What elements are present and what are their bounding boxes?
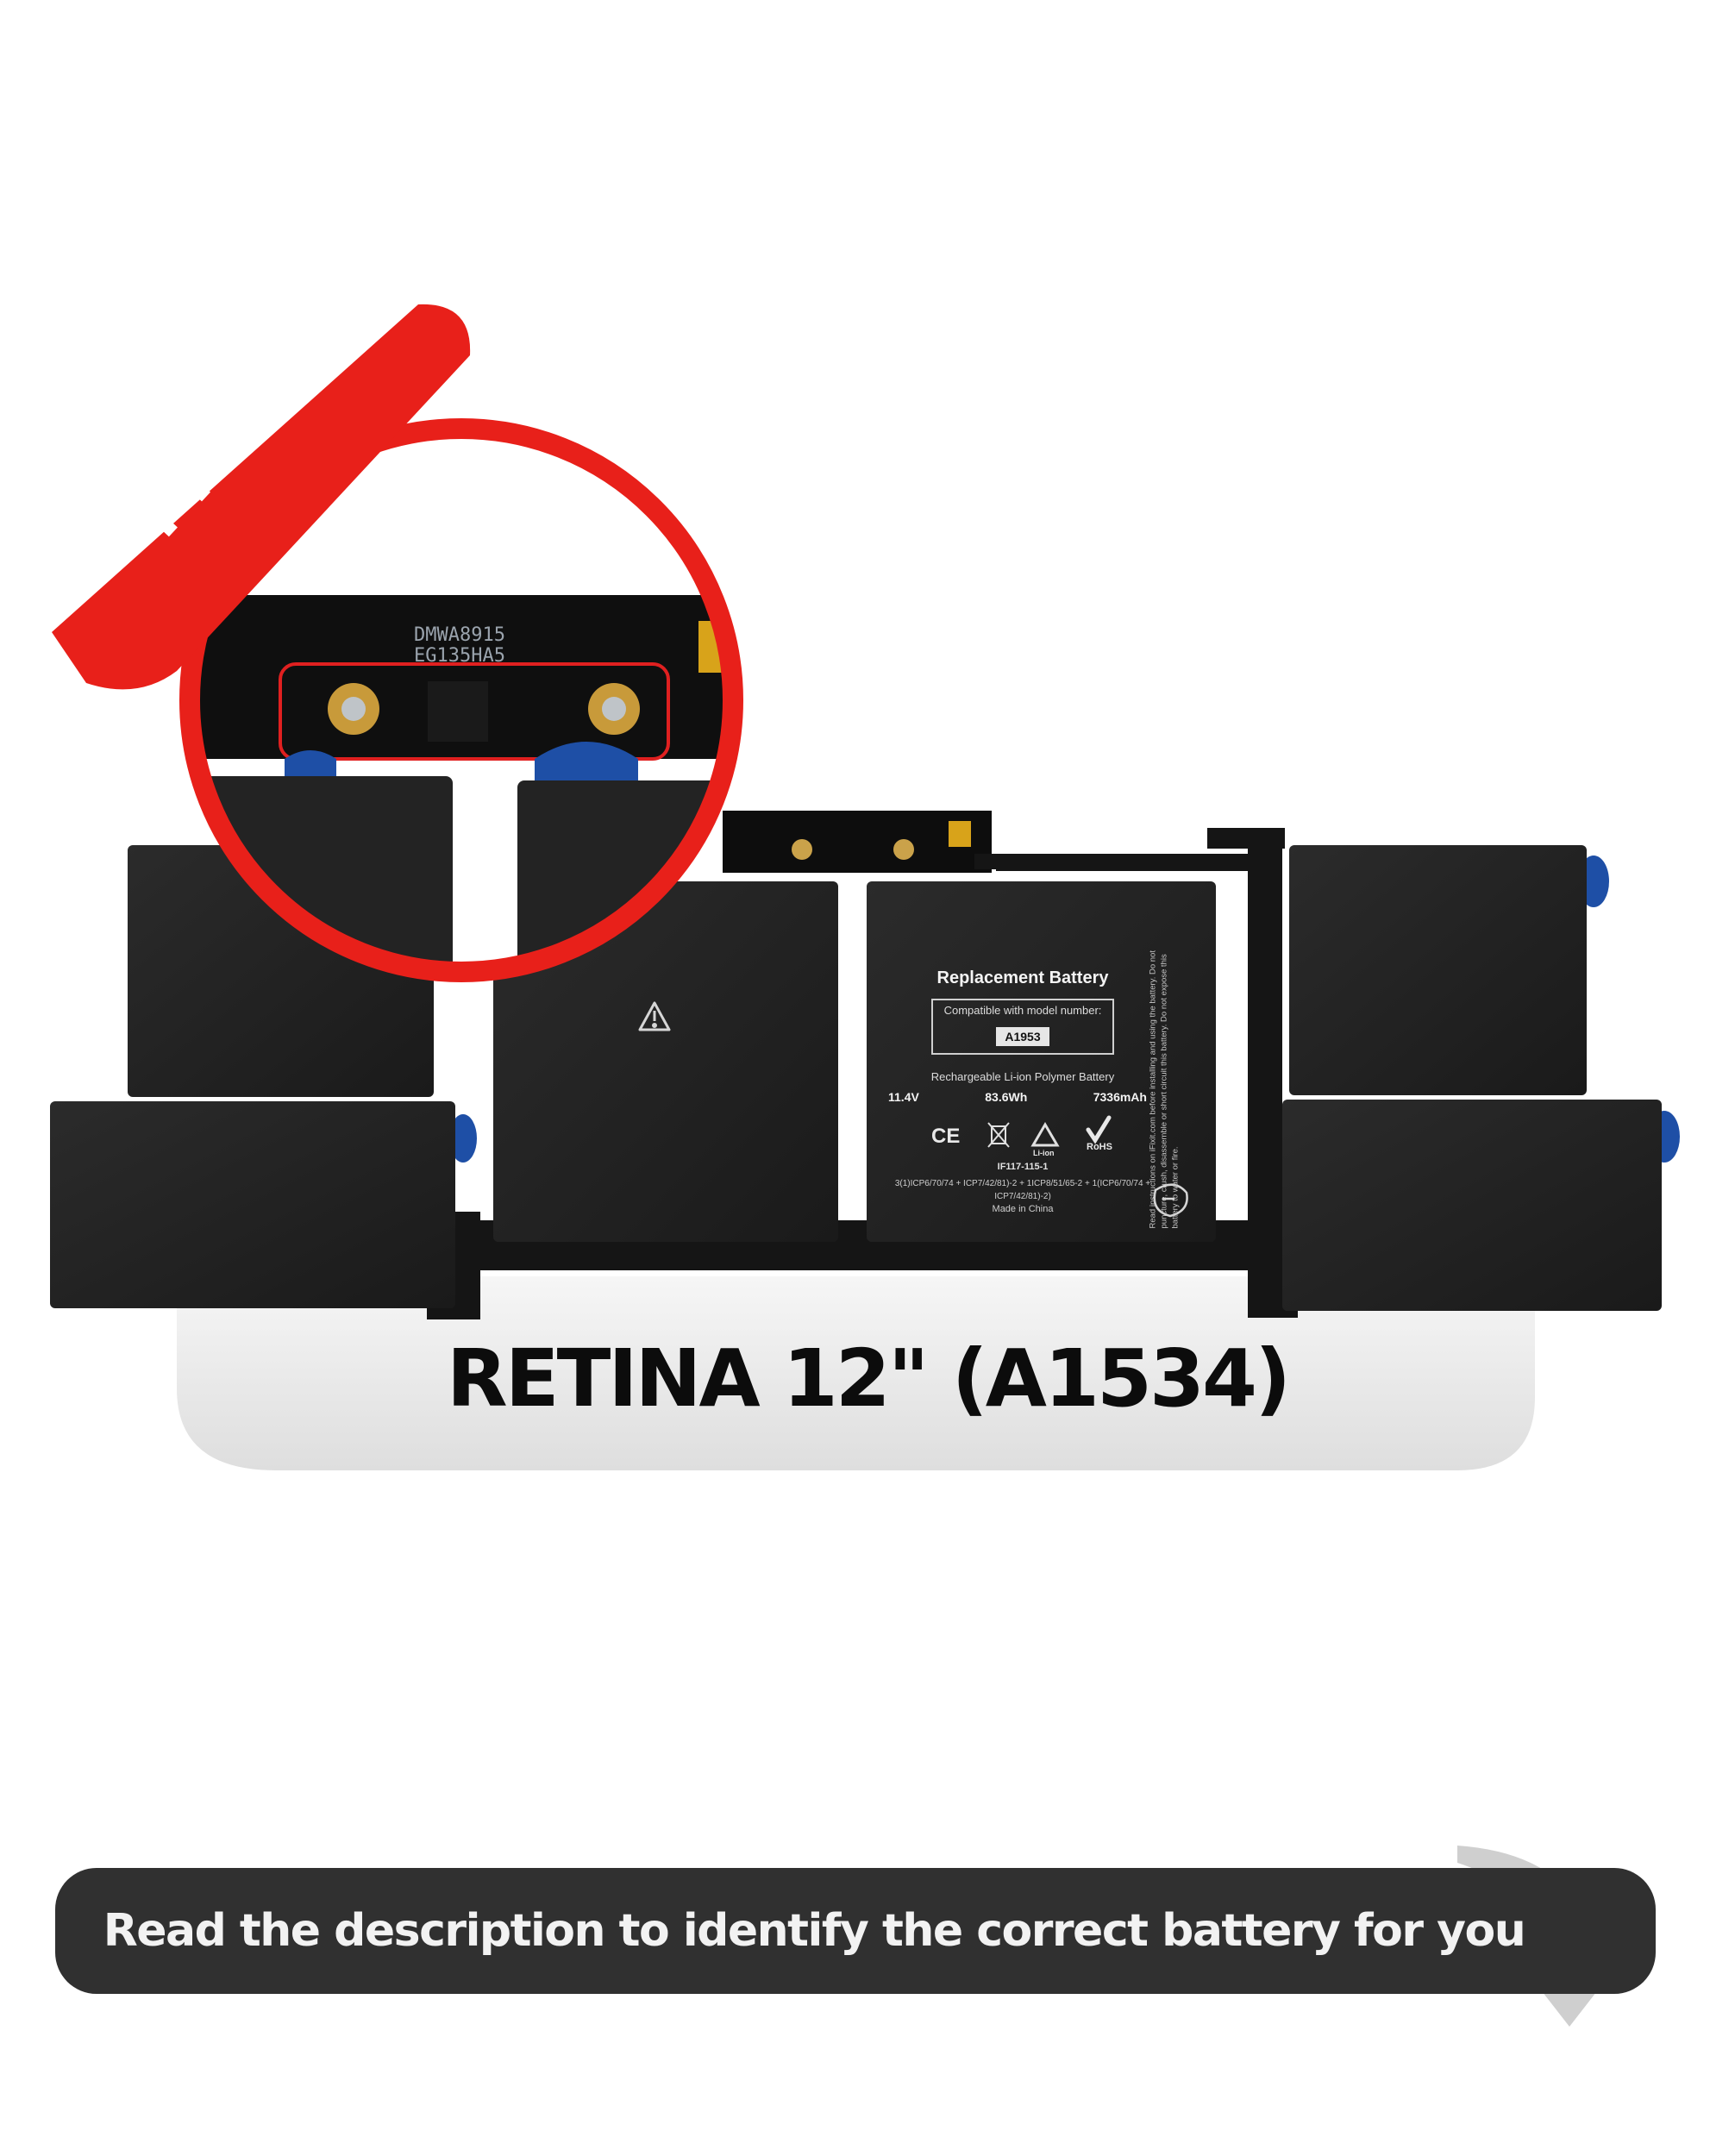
label-part-number: IF117-115-1 — [997, 1162, 1049, 1172]
label-capacity: 7336mAh — [1093, 1090, 1147, 1104]
label-cell-config: 3(1)ICP6/70/74 + ICP7/42/81)-2 + 1ICP8/5… — [894, 1179, 1151, 1201]
label-title: Replacement Battery — [936, 968, 1109, 987]
label-voltage: 11.4V — [888, 1090, 919, 1104]
rohs-label: RoHS — [1087, 1142, 1112, 1152]
pcb-strip — [723, 811, 1199, 873]
label-specs: 11.4V 83.6Wh 7336mAh — [888, 1090, 1147, 1104]
pcb-marking: DMWA8915 EG135HA5 — [414, 625, 621, 667]
label-chemistry: Rechargeable Li-ion Polymer Battery — [930, 1070, 1115, 1083]
pcb-marking-line: EG135HA5 — [414, 645, 505, 667]
battery-cells — [50, 845, 1662, 1311]
model-caption: RETINA 12" (A1534) — [446, 1332, 1291, 1425]
type-banner — [52, 304, 471, 690]
label-model-number: A1953 — [996, 1027, 1049, 1046]
warning-triangle-icon — [638, 1001, 671, 1031]
label-warning: Read instructions on iFixit.com before i… — [1148, 950, 1181, 1229]
weee-bin-icon — [987, 1122, 1010, 1148]
pcb-marking-line: DMWA8915 — [414, 624, 505, 646]
label-energy: 83.6Wh — [985, 1090, 1028, 1104]
label-origin: Made in China — [992, 1204, 1054, 1214]
info-bar — [55, 1868, 1656, 1994]
info-bar-text: Read the description to identify the cor… — [103, 1905, 1526, 1957]
caption-panel — [177, 1276, 1535, 1470]
liion-label: Li-ion — [1033, 1149, 1055, 1157]
label-compat-heading: Compatible with model number: — [943, 1004, 1102, 1017]
rohs-check-icon — [1086, 1115, 1112, 1144]
recycle-icon — [1030, 1122, 1060, 1147]
ce-mark-icon: CE — [931, 1125, 961, 1148]
battery-warning-icon — [1153, 1183, 1188, 1218]
compat-box — [931, 999, 1114, 1055]
